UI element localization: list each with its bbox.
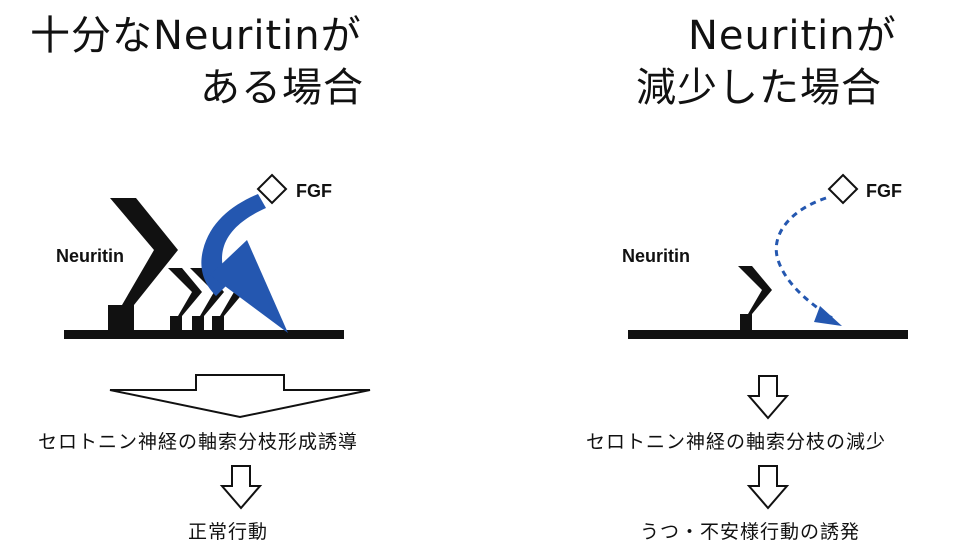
left-fgf-label: FGF xyxy=(296,181,332,201)
left-title-line1: 十分なNeuritinが xyxy=(30,13,362,59)
right-title-line2: 減少した場合 xyxy=(636,65,882,111)
left-membrane-line xyxy=(64,330,344,339)
right-fgf-dashed-arrow xyxy=(774,196,833,320)
left-caption-2: 正常行動 xyxy=(188,521,269,543)
right-title-line1: Neuritinが xyxy=(688,13,897,59)
right-diagram: FGF Neuritin xyxy=(622,173,908,510)
left-diagram: FGF Neuritin xyxy=(56,173,371,510)
left-neuritin-label: Neuritin xyxy=(56,246,124,266)
left-small-down-arrow xyxy=(219,465,263,510)
left-neuritin-small-shape-1 xyxy=(168,268,202,330)
left-fgf-arrowhead xyxy=(210,240,288,333)
left-fgf-diamond-icon xyxy=(256,173,288,205)
left-big-down-arrow xyxy=(109,374,371,419)
left-caption-1: セロトニン神経の軸索分枝形成誘導 xyxy=(38,431,359,453)
right-caption-2: うつ・不安様行動の誘発 xyxy=(640,521,861,543)
right-down-arrow-1 xyxy=(746,375,790,420)
right-down-arrow-2 xyxy=(746,465,790,510)
right-neuritin-label: Neuritin xyxy=(622,246,690,266)
right-caption-1: セロトニン神経の軸索分枝の減少 xyxy=(586,431,887,453)
right-fgf-label: FGF xyxy=(866,181,902,201)
left-title-line2: ある場合 xyxy=(200,65,364,111)
right-neuritin-shape xyxy=(738,266,772,330)
left-neuritin-large-shape xyxy=(108,198,178,330)
right-fgf-diamond-icon xyxy=(827,173,859,205)
right-fgf-arrowhead xyxy=(814,306,842,326)
right-membrane-line xyxy=(628,330,908,339)
